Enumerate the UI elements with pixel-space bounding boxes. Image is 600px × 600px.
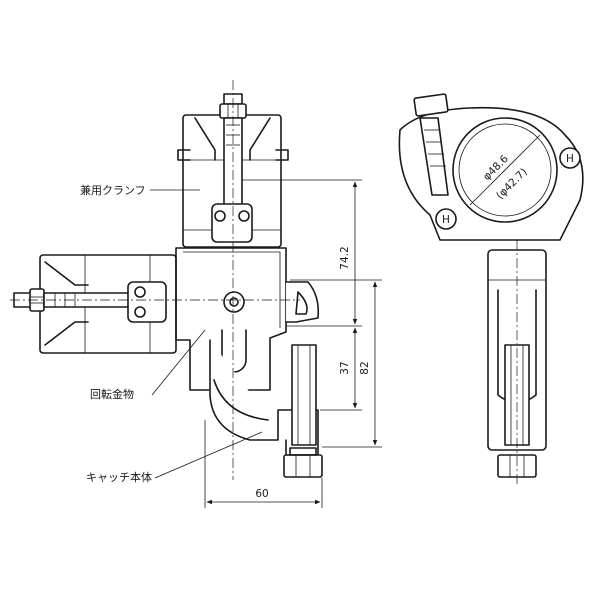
- hinge-pin-left: [435, 208, 457, 230]
- left-clamp: [13, 254, 177, 354]
- dimension-60: 60: [255, 488, 268, 500]
- front-view: 74.2 37 82 60 兼用クランフ 回転金物 キャッチ本体: [10, 80, 382, 508]
- dimension-37: 37: [339, 361, 351, 374]
- label-swivel-fitting: 回転金物: [90, 387, 134, 401]
- top-clamp: [177, 93, 289, 248]
- label-catch-body: キャッチ本体: [86, 470, 152, 484]
- swivel-fitting: [175, 247, 320, 391]
- pipe-inner-circle: [458, 123, 552, 217]
- hinge-mark-left: H: [442, 214, 450, 226]
- dimension-74-2: 74.2: [339, 246, 351, 269]
- hinge-pin-right: [559, 147, 581, 169]
- dimension-82: 82: [359, 361, 371, 374]
- side-view: φ48.6 (φ42.7) H H: [398, 93, 584, 485]
- label-combined-clamp: 兼用クランフ: [80, 184, 146, 197]
- hinge-mark-right: H: [566, 153, 574, 165]
- leader-catch-body: [154, 431, 263, 479]
- leader-swivel-fitting: [151, 329, 206, 396]
